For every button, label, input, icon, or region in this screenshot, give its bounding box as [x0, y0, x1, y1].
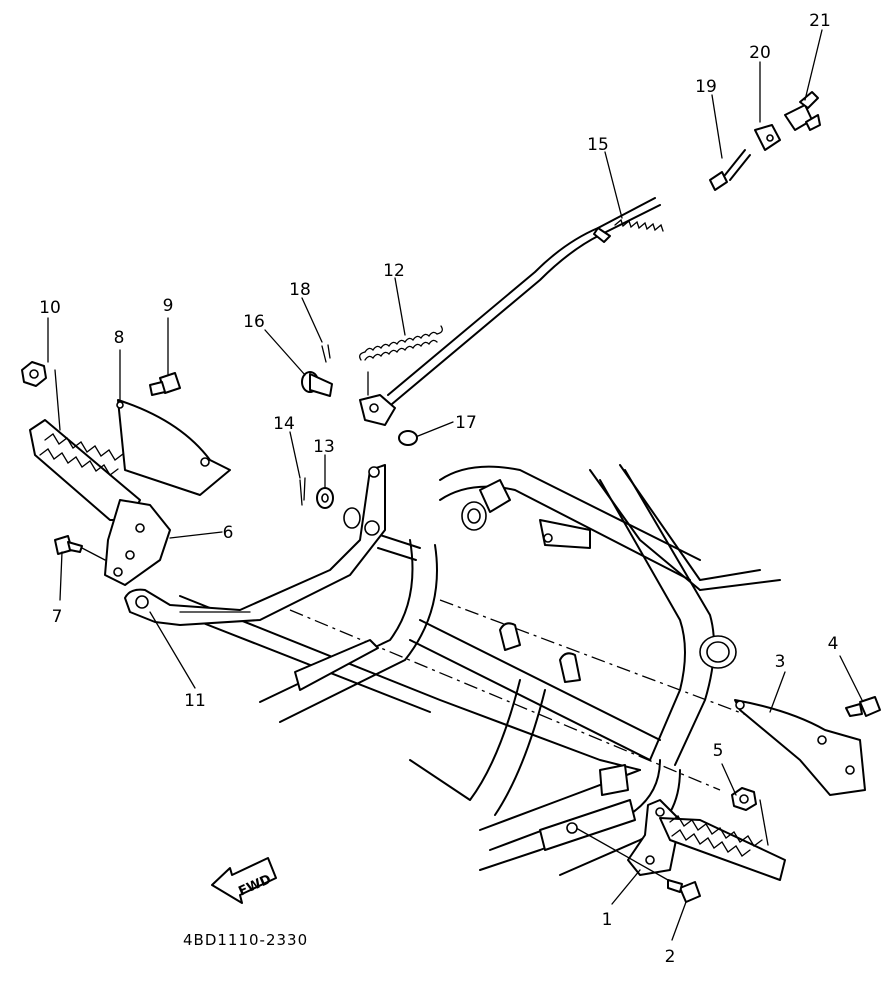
callout-15: 15 [587, 135, 609, 155]
spring-12 [359, 325, 443, 361]
frame [174, 464, 781, 876]
drawing-code: 4BD1110-2330 [183, 931, 308, 949]
pin-16 [301, 371, 333, 397]
callout-18: 18 [289, 280, 311, 300]
callout-12: 12 [383, 261, 405, 281]
callout-8: 8 [114, 328, 125, 348]
fwd-arrow-icon: FWD [211, 857, 277, 904]
callout-21: 21 [809, 11, 831, 31]
bolt-2 [667, 879, 701, 903]
nut-10 [21, 361, 47, 387]
right-footrest [566, 696, 881, 903]
left-footrest [21, 361, 231, 586]
nut-5 [731, 787, 757, 811]
callout-11: 11 [184, 691, 206, 711]
callout-2: 2 [665, 947, 676, 967]
bolt-9 [149, 372, 181, 396]
callout-7: 7 [52, 607, 63, 627]
callout-5: 5 [713, 741, 724, 761]
leader-lines [47, 29, 863, 941]
callout-4: 4 [828, 634, 839, 654]
brake-rod [387, 91, 821, 405]
clevis [359, 371, 396, 426]
callout-17: 17 [455, 413, 477, 433]
callout-1: 1 [602, 910, 613, 930]
brake-pedal-11 [124, 464, 386, 626]
wing-nut-21 [784, 91, 821, 131]
joint-20 [754, 124, 781, 151]
callout-13: 13 [313, 437, 335, 457]
callout-6: 6 [223, 523, 234, 543]
callout-16: 16 [243, 312, 265, 332]
small-parts [299, 325, 443, 509]
callout-19: 19 [695, 77, 717, 97]
callout-3: 3 [775, 652, 786, 672]
bolt-7 [54, 535, 83, 555]
callout-14: 14 [273, 414, 295, 434]
bolt-4 [845, 696, 881, 717]
callout-labels: 1 2 3 4 5 6 7 8 9 10 11 12 13 14 15 16 1… [39, 11, 838, 967]
callout-20: 20 [749, 43, 771, 63]
rod-end-19 [709, 149, 751, 191]
callout-10: 10 [39, 298, 61, 318]
callout-9: 9 [163, 296, 174, 316]
